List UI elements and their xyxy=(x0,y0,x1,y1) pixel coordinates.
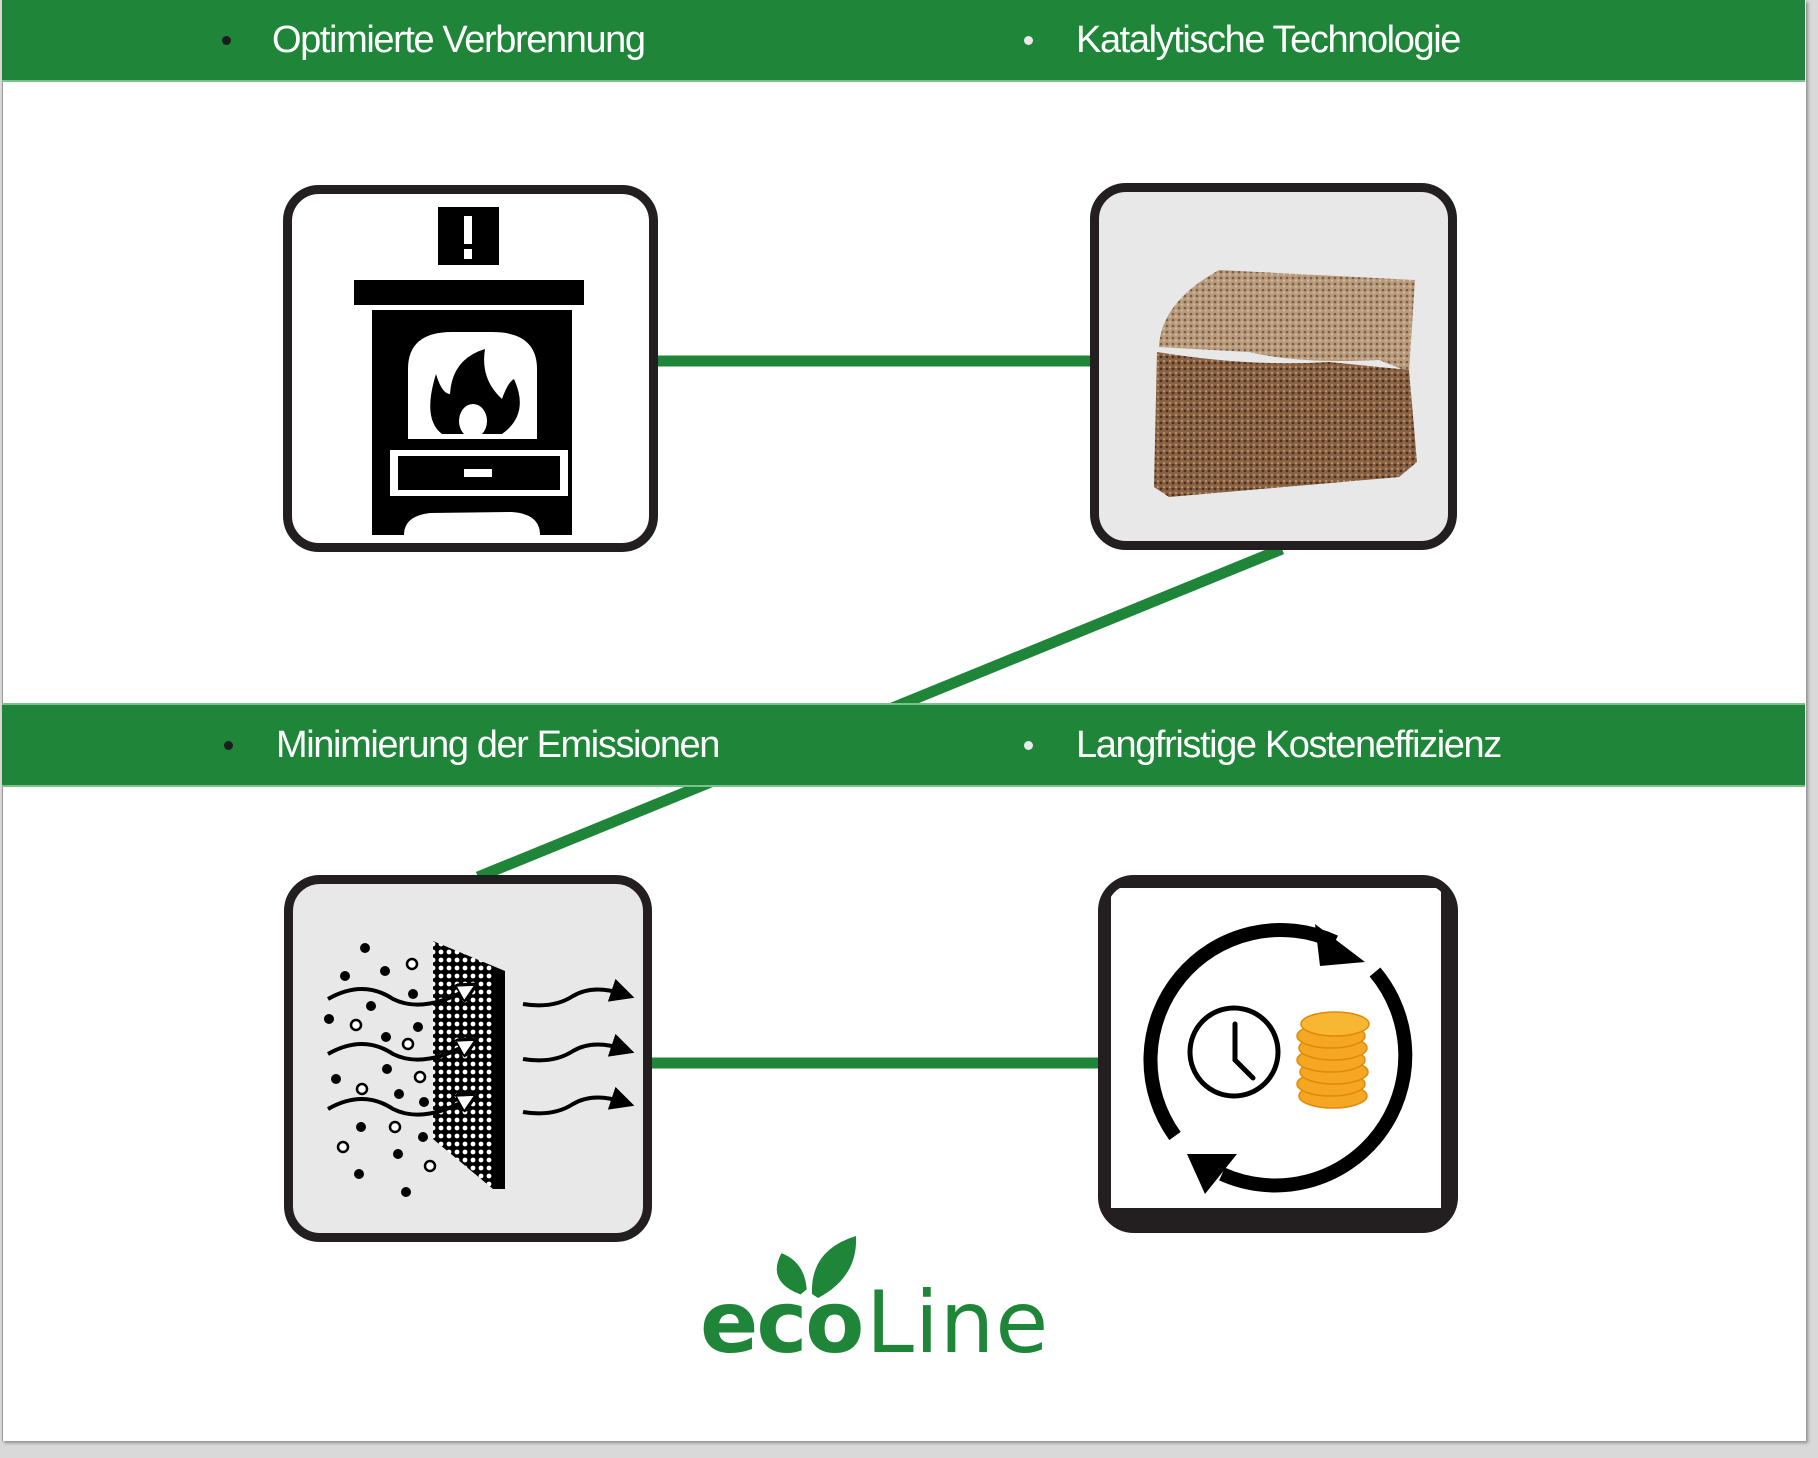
bullet-icon xyxy=(1024,741,1033,750)
time-money-cycle-icon xyxy=(1111,888,1441,1208)
logo-line: Line xyxy=(866,1273,1049,1372)
logo-eco: eco xyxy=(700,1273,862,1372)
card-catalyst xyxy=(1090,183,1457,550)
clock-icon xyxy=(1187,1005,1281,1099)
bullet-icon xyxy=(224,741,233,750)
coins-icon xyxy=(1296,1011,1370,1109)
card-cost-efficiency xyxy=(1098,875,1458,1233)
card-filter xyxy=(284,875,652,1242)
heading-optimierte-verbrennung: Optimierte Verbrennung xyxy=(272,18,646,61)
stove-fire-icon xyxy=(354,207,584,535)
heading-band-middle: Minimierung der Emissionen Langfristige … xyxy=(2,703,1805,787)
bullet-icon xyxy=(222,36,231,45)
leaf-icon xyxy=(776,1236,857,1298)
card-stove xyxy=(283,185,658,552)
heading-minimierung-der-emissionen: Minimierung der Emissionen xyxy=(276,723,720,766)
ecoline-logo: eco Line xyxy=(700,1232,1070,1373)
catalyst-foam-icon xyxy=(1154,270,1417,497)
heading-langfristige-kosteneffizienz: Langfristige Kosteneffizienz xyxy=(1076,723,1502,766)
heading-band-top: Optimierte Verbrennung Katalytische Tech… xyxy=(2,0,1805,82)
bullet-icon xyxy=(1024,36,1033,45)
particle-filter-icon xyxy=(324,941,635,1197)
heading-katalytische-technologie: Katalytische Technologie xyxy=(1076,18,1461,61)
